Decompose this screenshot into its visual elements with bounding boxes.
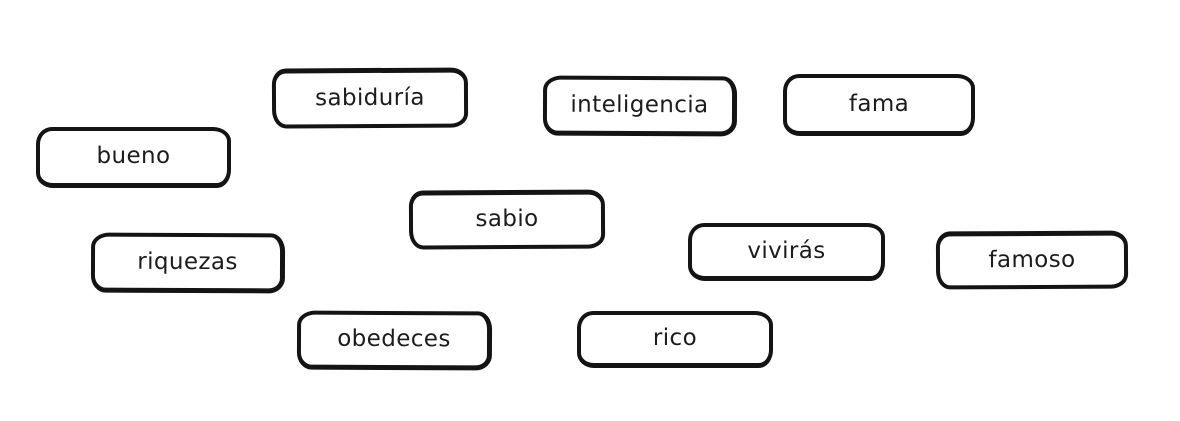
word-card[interactable]: vivirás <box>688 223 885 281</box>
word-card-label: vivirás <box>747 237 826 264</box>
word-card-label: inteligencia <box>570 91 709 118</box>
word-card[interactable]: bueno <box>36 127 231 188</box>
word-card-label: sabio <box>475 205 539 233</box>
word-card[interactable]: obedeces <box>296 310 493 371</box>
word-card[interactable]: sabio <box>408 189 606 250</box>
word-card[interactable]: famoso <box>935 230 1129 290</box>
word-card-label: riquezas <box>137 248 238 275</box>
word-card[interactable]: inteligencia <box>542 75 738 137</box>
word-card-label: famoso <box>988 246 1076 273</box>
word-card-label: sabiduría <box>315 84 425 111</box>
word-card-label: obedeces <box>337 325 451 353</box>
word-card-label: fama <box>848 90 910 117</box>
word-card[interactable]: sabiduría <box>271 67 469 129</box>
word-card[interactable]: riquezas <box>90 232 286 294</box>
word-card[interactable]: rico <box>577 311 773 368</box>
word-card[interactable]: fama <box>783 74 975 136</box>
word-card-label: rico <box>652 325 698 351</box>
word-card-label: bueno <box>96 143 171 169</box>
